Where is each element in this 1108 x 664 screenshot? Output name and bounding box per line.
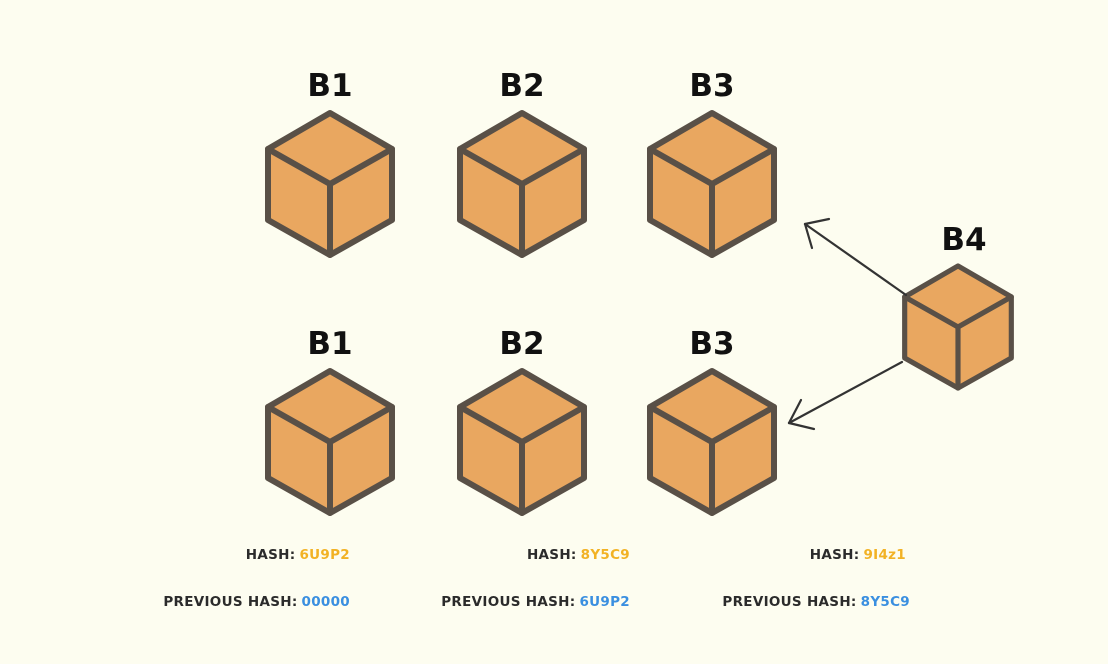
- bottom-chain-block-2-cube: [460, 371, 584, 513]
- block-2-hash-value: 8Y5C9: [580, 547, 630, 563]
- top-chain-block-3-cube: [650, 113, 774, 255]
- block-3-hash: HASH:9I4z1: [809, 547, 906, 563]
- top-chain-block-2-cube: [460, 113, 584, 255]
- block-1-hash-value: 6U9P2: [299, 547, 350, 563]
- block-3-previous-hash: PREVIOUS HASH:8Y5C9: [722, 594, 910, 610]
- block-1-previous-hash-value: 00000: [301, 594, 350, 610]
- bottom-chain-block-1-cube: [268, 371, 392, 513]
- block-2-previous-hash-value: 6U9P2: [579, 594, 630, 610]
- block-1-hash: HASH:6U9P2: [245, 547, 350, 563]
- bottom-chain-block-2-label: B2: [499, 326, 545, 362]
- new-block-label: B4: [941, 222, 987, 258]
- block-3-previous-hash-label: PREVIOUS HASH:: [722, 594, 857, 610]
- bottom-chain-block-3-label: B3: [689, 326, 735, 362]
- bottom-chain-block-1-label: B1: [307, 326, 353, 362]
- new-block-cube: [905, 266, 1012, 388]
- block-2-hash-label: HASH:: [526, 547, 577, 563]
- top-chain-block-2-label: B2: [499, 68, 545, 104]
- top-chain-block-3-label: B3: [689, 68, 735, 104]
- arrow-to-bottom-chain: [787, 360, 904, 431]
- top-chain-block-1-label: B1: [307, 68, 353, 104]
- top-chain-block-1-cube: [268, 113, 392, 255]
- block-1-hash-label: HASH:: [245, 547, 296, 563]
- block-2-previous-hash: PREVIOUS HASH:6U9P2: [441, 594, 630, 610]
- block-3-hash-value: 9I4z1: [863, 547, 906, 563]
- block-3-previous-hash-value: 8Y5C9: [860, 594, 910, 610]
- arrow-to-top-chain: [803, 217, 908, 297]
- bottom-chain-block-3-cube: [650, 371, 774, 513]
- block-1-previous-hash: PREVIOUS HASH:00000: [163, 594, 350, 610]
- block-3-hash-label: HASH:: [809, 547, 860, 563]
- block-2-previous-hash-label: PREVIOUS HASH:: [441, 594, 576, 610]
- block-2-hash: HASH:8Y5C9: [526, 547, 630, 563]
- block-1-previous-hash-label: PREVIOUS HASH:: [163, 594, 298, 610]
